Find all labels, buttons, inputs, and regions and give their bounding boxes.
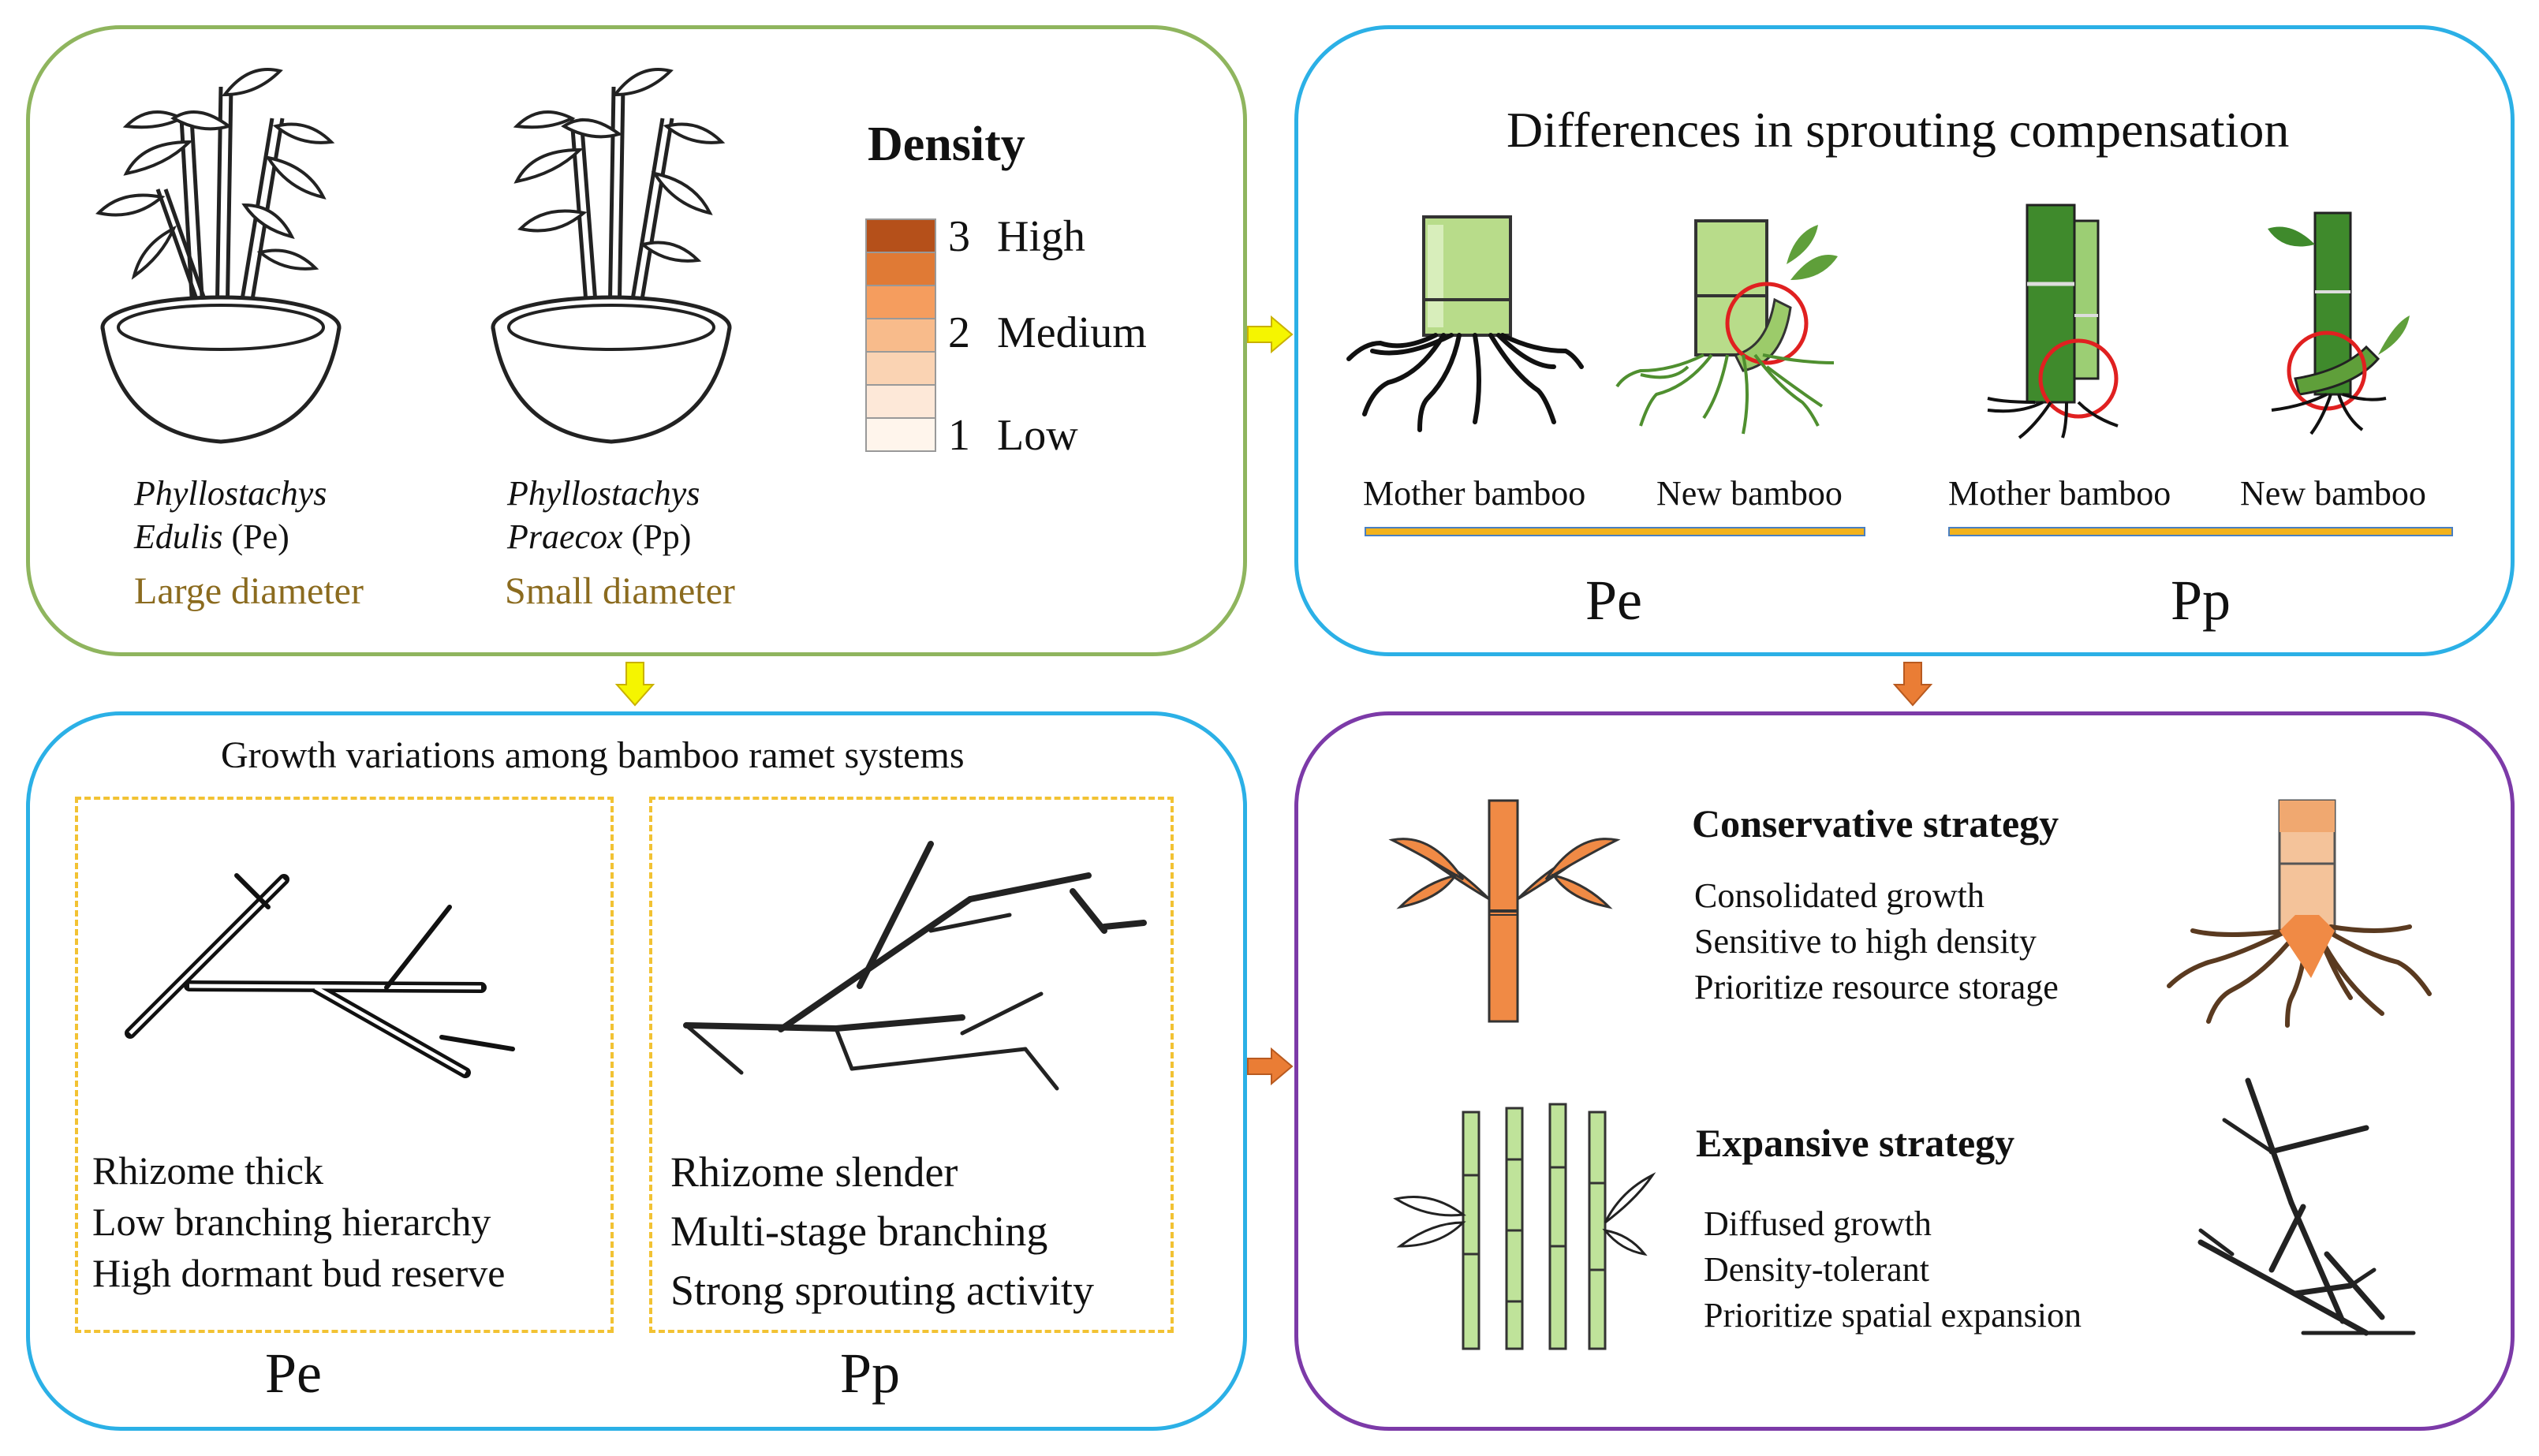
density-level-1-label: Low	[997, 411, 1078, 460]
pp-growth-line-2: Multi-stage branching	[670, 1208, 1048, 1255]
pe-sprouting-label: Pe	[1585, 569, 1642, 632]
pe-trait: Large diameter	[134, 570, 364, 612]
pp-new-label: New bamboo	[2240, 474, 2426, 513]
pe-rhizome-box	[75, 797, 614, 1333]
pp-mother-label: Mother bamboo	[1948, 474, 2171, 513]
sprouting-panel	[1294, 25, 2515, 656]
pe-underline-bar	[1365, 527, 1865, 536]
pe-mother-bamboo-icon	[1346, 215, 1584, 432]
density-level-3-label: High	[997, 212, 1085, 261]
conservative-title: Conservative strategy	[1692, 801, 2059, 846]
density-level-3: 3 High	[948, 211, 1085, 262]
pe-growth-line-1: Rhizome thick	[92, 1148, 323, 1193]
pp-potted-bamboo-icon	[491, 68, 732, 444]
pe-species-line: Edulis (Pe)	[134, 517, 289, 557]
pe-growth-label: Pe	[265, 1342, 322, 1405]
pe-potted-bamboo-icon	[95, 68, 342, 444]
pp-abbr: (Pp)	[631, 517, 692, 556]
arrow-down-yellow-icon	[614, 662, 655, 707]
conservative-bamboo-icon	[1388, 799, 1621, 1023]
pp-rhizome-box	[649, 797, 1174, 1333]
conservative-root-icon	[2167, 799, 2432, 1028]
pp-underline-bar	[1948, 527, 2453, 536]
conservative-line-1: Consolidated growth	[1694, 876, 1985, 915]
expansive-line-1: Diffused growth	[1704, 1204, 1932, 1243]
pp-new-bamboo-icon	[2268, 211, 2410, 435]
arrow-down-orange-icon	[1892, 662, 1933, 707]
pp-epithet: Praecox	[507, 517, 623, 556]
pp-trait: Small diameter	[505, 570, 735, 612]
sprouting-title: Differences in sprouting compensation	[1507, 102, 2290, 158]
arrow-right-orange-icon	[1247, 1047, 1294, 1086]
density-level-1: 1 Low	[948, 410, 1078, 461]
pe-growth-line-3: High dormant bud reserve	[92, 1251, 506, 1295]
pp-rhizome-icon	[683, 841, 1147, 1091]
pp-mother-bamboo-icon	[1987, 203, 2119, 439]
density-level-2-label: Medium	[997, 308, 1147, 357]
density-legend-title: Density	[868, 118, 1025, 171]
expansive-line-3: Prioritize spatial expansion	[1704, 1296, 2082, 1335]
expansive-bamboo-icon	[1393, 1103, 1656, 1350]
expansive-line-2: Density-tolerant	[1704, 1250, 1929, 1289]
density-color-scale	[865, 218, 936, 452]
pe-mother-label: Mother bamboo	[1363, 474, 1586, 513]
pe-rhizome-icon	[125, 873, 515, 1078]
density-level-2: 2 Medium	[948, 308, 1147, 358]
conservative-line-2: Sensitive to high density	[1694, 922, 2037, 961]
pe-genus: Phyllostachys	[134, 474, 327, 513]
arrow-right-yellow-icon	[1247, 315, 1294, 354]
pp-growth-label: Pp	[840, 1342, 901, 1405]
conservative-line-3: Prioritize resource storage	[1694, 968, 2059, 1006]
expansive-rhizome-icon	[2197, 1077, 2416, 1336]
density-level-2-value: 2	[948, 308, 970, 357]
pe-new-bamboo-icon	[1615, 219, 1838, 435]
pp-species-line: Praecox (Pp)	[507, 517, 691, 557]
pe-abbr: (Pe)	[231, 517, 289, 556]
density-level-1-value: 1	[948, 411, 970, 460]
pe-new-label: New bamboo	[1656, 474, 1843, 513]
pp-sprouting-label: Pp	[2171, 569, 2231, 632]
pp-growth-line-3: Strong sprouting activity	[670, 1267, 1094, 1314]
pp-genus: Phyllostachys	[507, 474, 700, 513]
pp-growth-line-1: Rhizome slender	[670, 1148, 958, 1196]
pe-growth-line-2: Low branching hierarchy	[92, 1200, 491, 1244]
pe-epithet: Edulis	[134, 517, 223, 556]
expansive-title: Expansive strategy	[1696, 1121, 2015, 1165]
growth-title: Growth variations among bamboo ramet sys…	[221, 734, 965, 776]
density-level-3-value: 3	[948, 212, 970, 261]
